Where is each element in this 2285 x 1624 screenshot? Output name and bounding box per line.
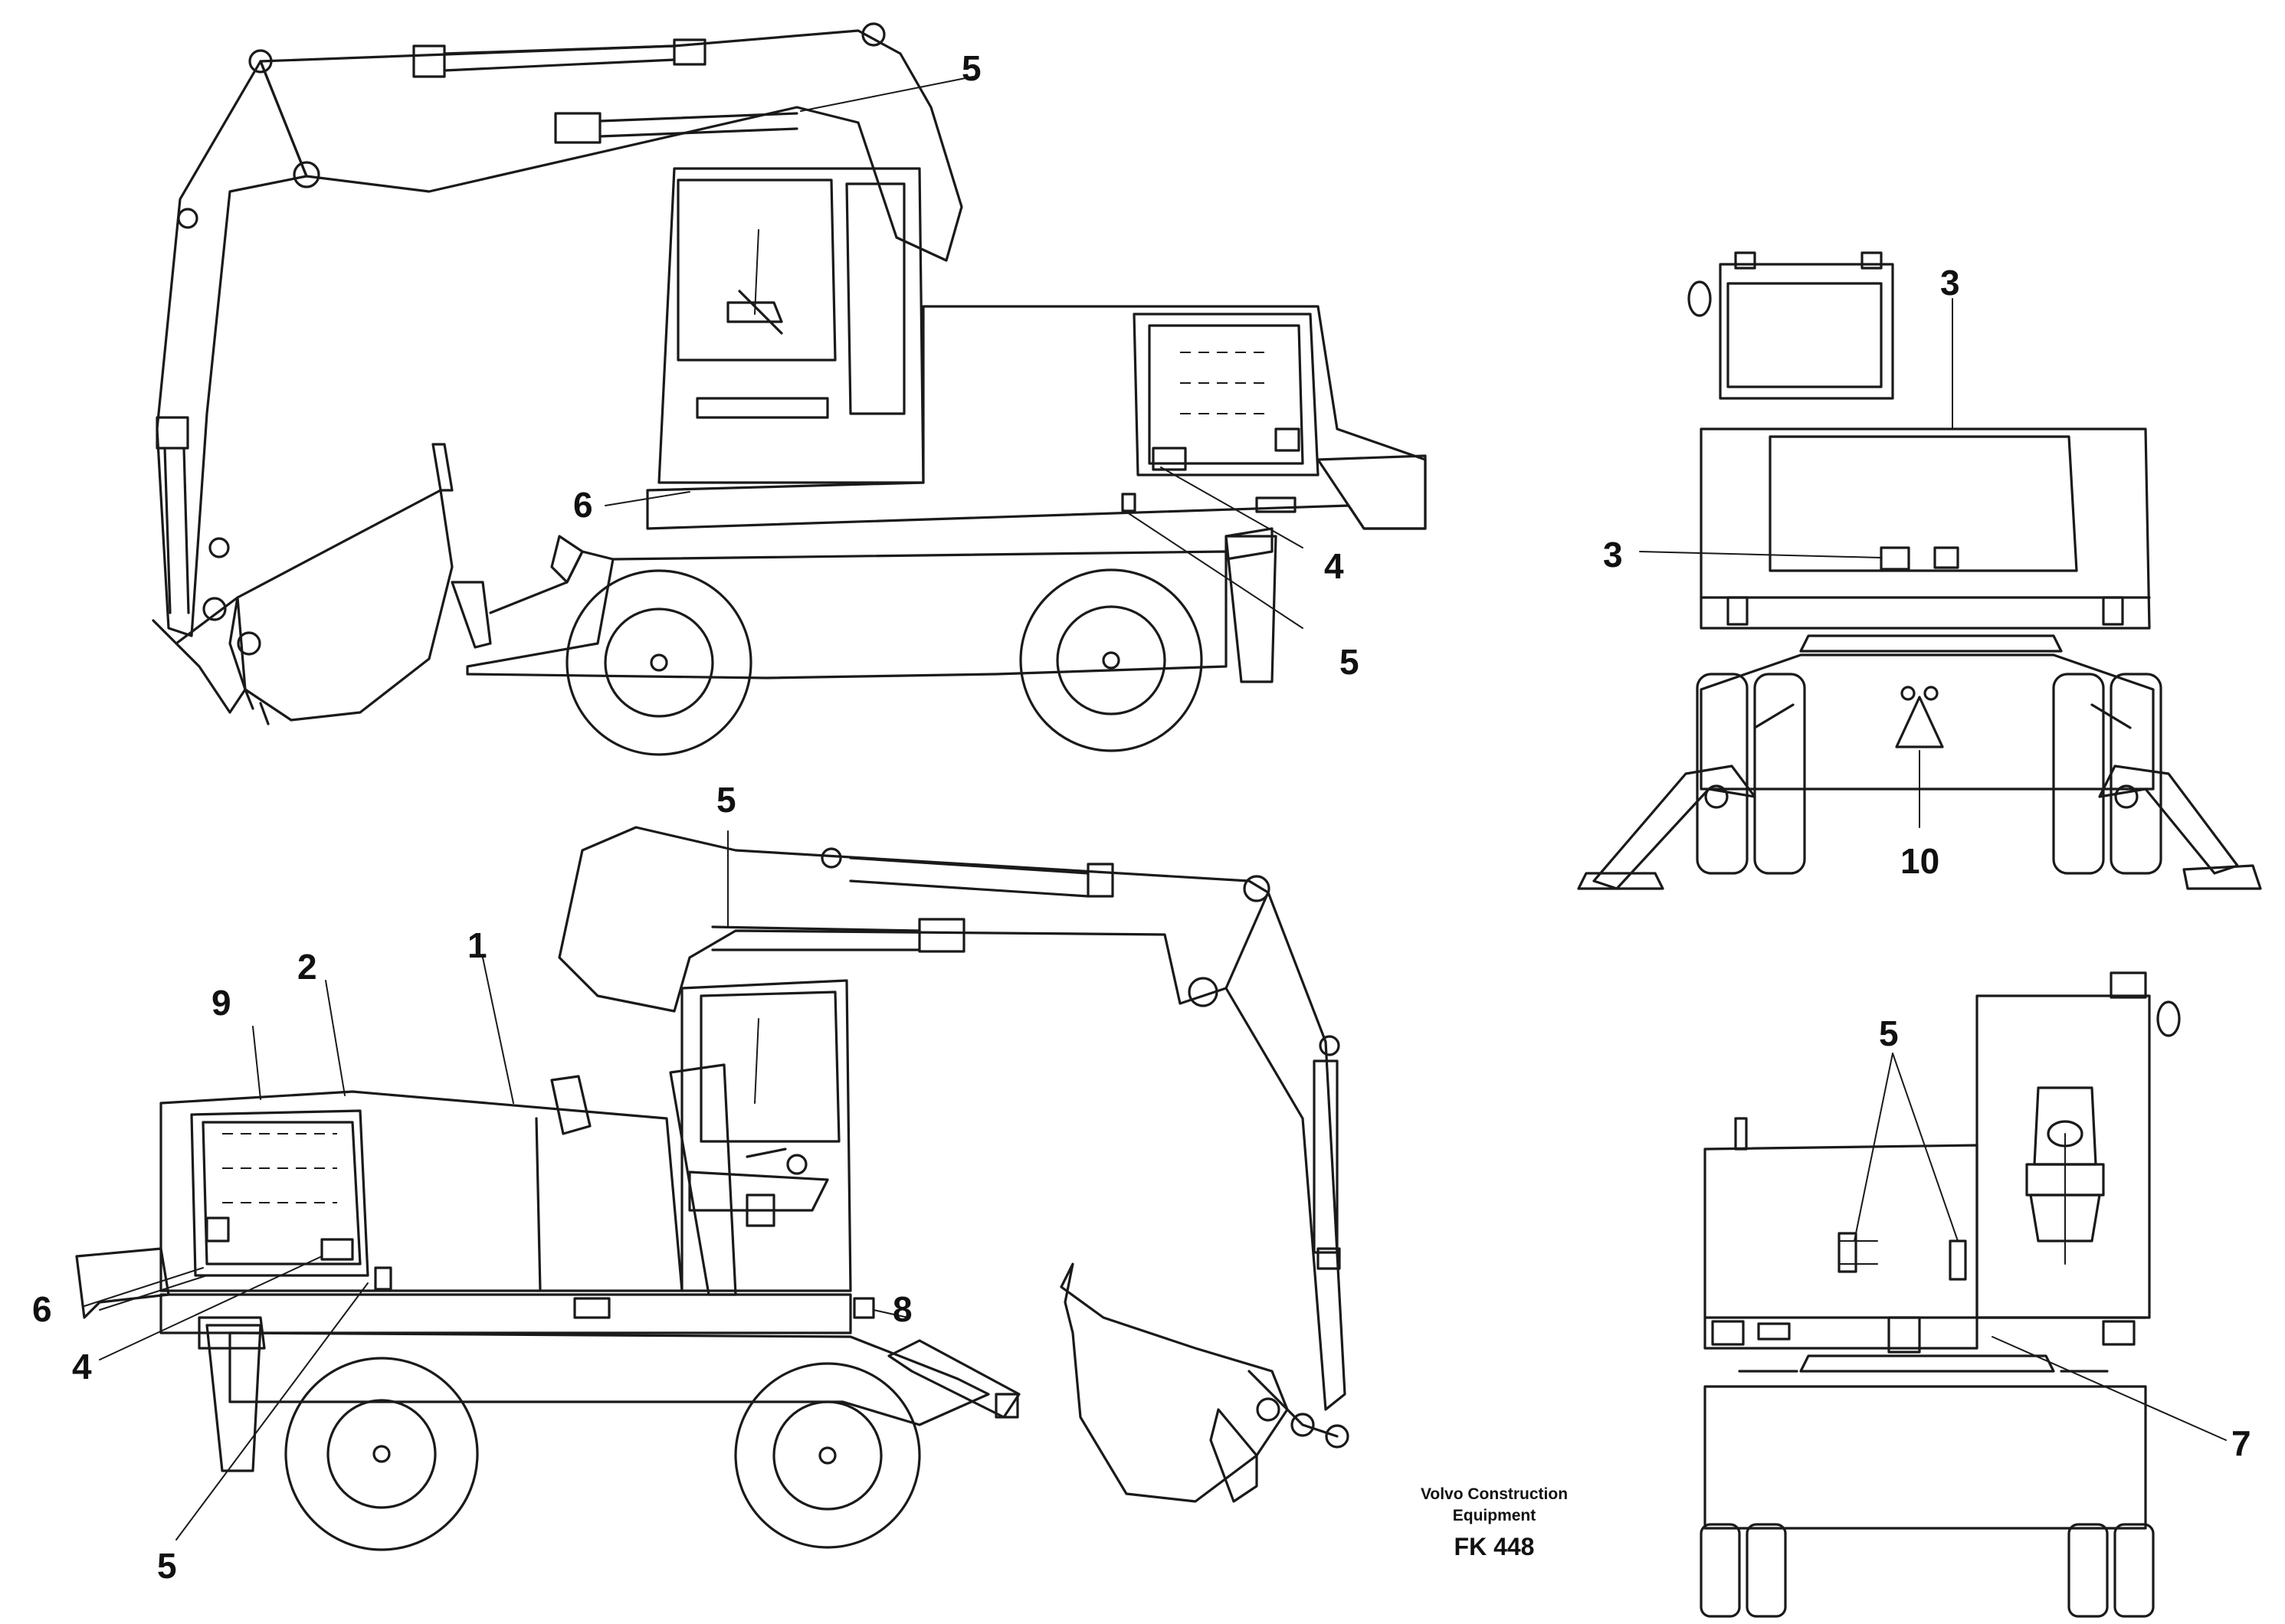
excavator-side-view-top: 5 6 4 5 <box>152 22 1427 756</box>
callout-4-bottom: 4 <box>72 1347 92 1387</box>
callout-7-front: 7 <box>2231 1423 2251 1463</box>
excavator-side-view-bottom: 5 9 2 1 6 4 8 5 <box>32 780 1349 1586</box>
callout-3-rear-left: 3 <box>1603 535 1623 575</box>
callout-6-top: 6 <box>573 485 593 525</box>
caption-company-line2: Equipment <box>1453 1507 1536 1524</box>
caption-company: Volvo Construction <box>1421 1485 1568 1503</box>
drawing-caption: Volvo Construction Equipment FK 448 <box>1421 1485 1568 1560</box>
callout-4-top: 4 <box>1324 546 1344 586</box>
excavator-front-view: 5 7 <box>1700 971 2251 1618</box>
callout-5-bottom-chassis: 5 <box>157 1546 177 1586</box>
callout-10-rear: 10 <box>1900 841 1939 881</box>
callout-5-bottom-boom: 5 <box>716 780 736 820</box>
callout-3-rear-upper: 3 <box>1940 263 1960 303</box>
caption-drawing-code: FK 448 <box>1454 1533 1535 1560</box>
callout-5-top-chassis: 5 <box>1339 642 1359 682</box>
callout-6-bottom: 6 <box>32 1289 52 1329</box>
callout-5-front: 5 <box>1879 1013 1899 1053</box>
callout-2-bottom: 2 <box>297 947 317 987</box>
callout-9-bottom: 9 <box>211 983 231 1023</box>
callout-8-bottom: 8 <box>893 1289 913 1329</box>
callout-5-top-boom: 5 <box>962 48 982 88</box>
excavator-rear-view: 3 3 10 <box>1577 251 2262 890</box>
callout-1-bottom: 1 <box>467 925 487 965</box>
